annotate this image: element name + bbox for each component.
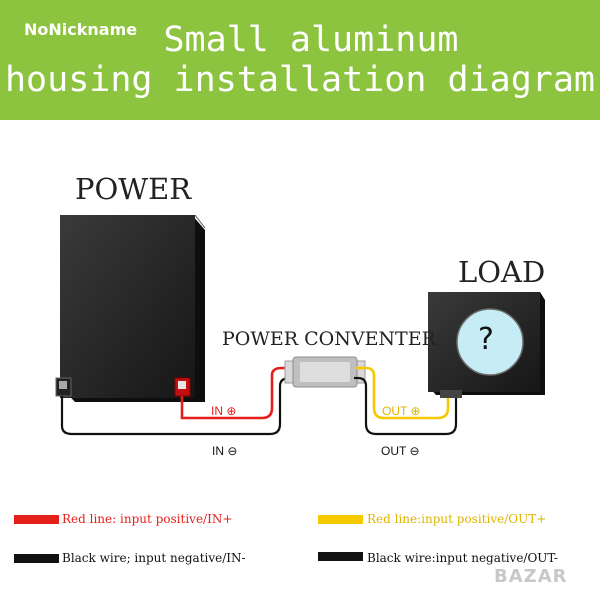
converter-label: POWER CONVENTER [222,328,436,350]
watermark-text: NoNickname [24,20,138,39]
power-positive-terminal [174,377,191,397]
legend-black-in-text: Black wire; input negative/IN- [62,551,246,565]
load-label: LOAD [458,255,546,289]
title-banner: NoNickname Small aluminum housing instal… [0,0,600,120]
legend-red-swatch [14,515,59,524]
black-input-wire [60,376,296,436]
out-positive-label: OUT ⊕ [382,404,421,418]
power-supply-box [60,214,206,402]
legend-red-text: Red line: input positive/IN+ [62,512,233,526]
legend-black-out-text: Black wire:input negative/OUT- [367,551,558,565]
in-positive-label: IN ⊕ [211,404,237,418]
power-converter-module [284,356,366,388]
load-box [428,292,545,395]
in-negative-label: IN ⊖ [212,444,238,458]
legend-yellow-text: Red line:input positive/OUT+ [367,512,547,526]
bazar-watermark: BAZAR [494,566,568,587]
legend-black-in-swatch [14,554,59,563]
yellow-output-wire [356,366,450,420]
title-line-1: Small aluminum [163,20,459,60]
load-terminals [440,390,462,398]
black-output-wire [354,376,458,436]
red-input-wire [180,366,294,420]
legend-black-out-swatch [318,552,363,561]
power-negative-terminal [55,377,72,397]
power-label: POWER [75,172,192,206]
legend-yellow-swatch [318,515,363,524]
title-line-2: housing installation diagram [4,60,595,100]
load-question-mark: ? [478,322,494,357]
out-negative-label: OUT ⊖ [381,444,420,458]
